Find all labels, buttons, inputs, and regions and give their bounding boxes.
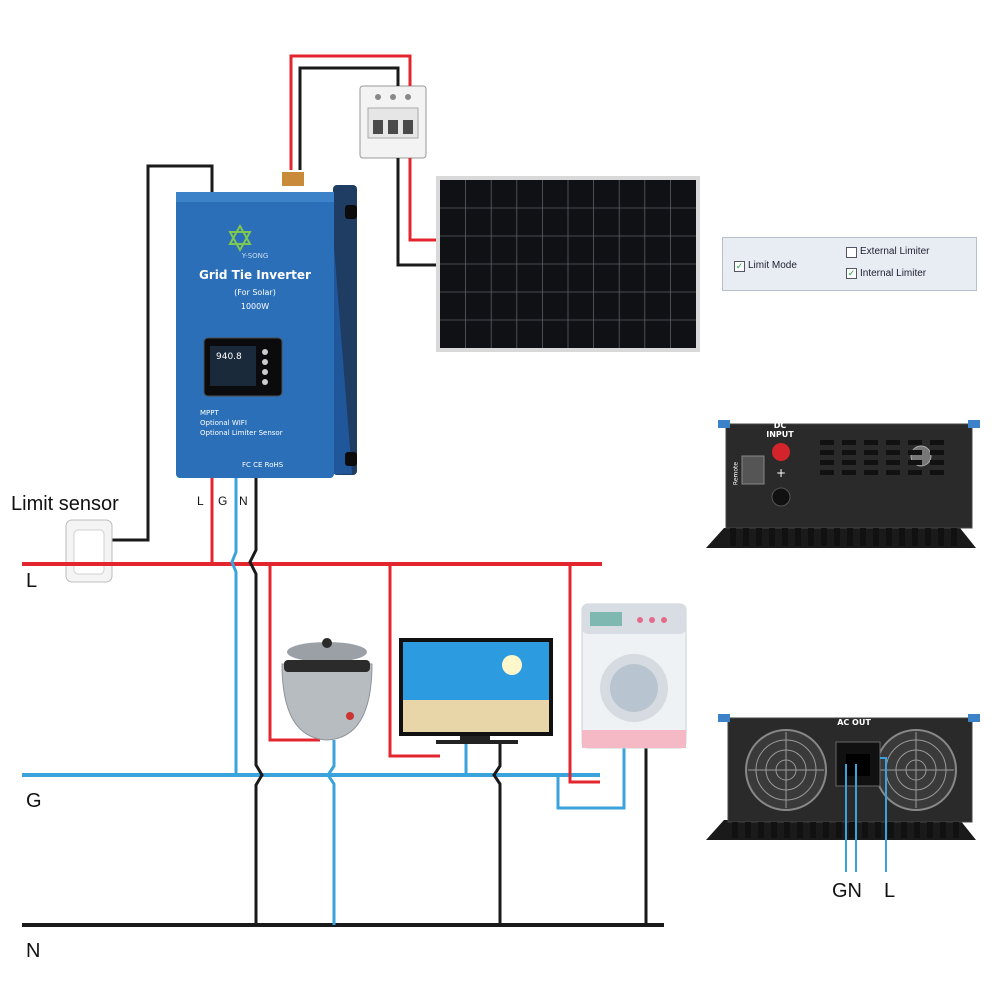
inverter-features: MPPT Optional WIFI Optional Limiter Sens… — [200, 408, 330, 438]
inverter-subtitle: (For Solar) — [234, 288, 276, 297]
dc-input-title-line1: DC — [773, 421, 787, 430]
internal-limiter-label: Internal Limiter — [860, 268, 927, 279]
feature-mppt: MPPT — [200, 409, 219, 417]
slow-cooker-appliance — [281, 638, 373, 741]
line-N-label: N — [26, 940, 41, 962]
circuit-breaker — [359, 85, 427, 159]
ac-terminal-GN-label: GN — [832, 880, 862, 902]
ac-output-panel — [706, 714, 980, 840]
feature-wifi: Optional WIFI — [200, 419, 247, 427]
inverter-terminal-N: N — [239, 494, 248, 508]
limit-mode-label: Limit Mode — [748, 260, 797, 271]
dc-input-title-line2: INPUT — [766, 430, 794, 439]
inverter-terminal-G: G — [218, 494, 228, 508]
limit-sensor — [65, 519, 113, 583]
solar-panel — [436, 176, 700, 352]
line-G-label: G — [26, 790, 42, 812]
external-limiter-label: External Limiter — [860, 246, 930, 257]
inverter-title: Grid Tie Inverter — [199, 268, 311, 282]
internal-limiter-checkbox[interactable]: ✓ — [846, 268, 857, 279]
limit-mode-checkbox[interactable]: ✓ — [734, 261, 745, 272]
television-appliance — [399, 638, 553, 744]
feature-limiter: Optional Limiter Sensor — [200, 429, 283, 437]
washing-machine-appliance — [581, 603, 687, 749]
grid-tie-inverter — [176, 172, 357, 478]
dc-input-title: DC INPUT — [760, 421, 800, 439]
dc-remote-label: Remote — [732, 461, 740, 486]
dc-plus-sign: + — [775, 466, 787, 480]
ac-terminal-L-label: L — [884, 880, 896, 902]
external-limiter-checkbox[interactable] — [846, 247, 857, 258]
line-L-label: L — [26, 570, 38, 592]
limit-sensor-label: Limit sensor — [11, 493, 119, 515]
limit-mode-settings-panel: ✓ Limit Mode External Limiter ✓ Internal… — [722, 237, 977, 291]
inverter-terminal-L: L — [197, 494, 204, 508]
inverter-brand: Y-SONG — [241, 252, 269, 260]
inverter-display-value: 940.8 — [216, 352, 242, 362]
ac-out-title: AC OUT — [837, 718, 871, 727]
inverter-certifications: FC CE RoHS — [242, 461, 284, 469]
inverter-power: 1000W — [240, 302, 270, 311]
dc-input-panel — [706, 420, 980, 548]
